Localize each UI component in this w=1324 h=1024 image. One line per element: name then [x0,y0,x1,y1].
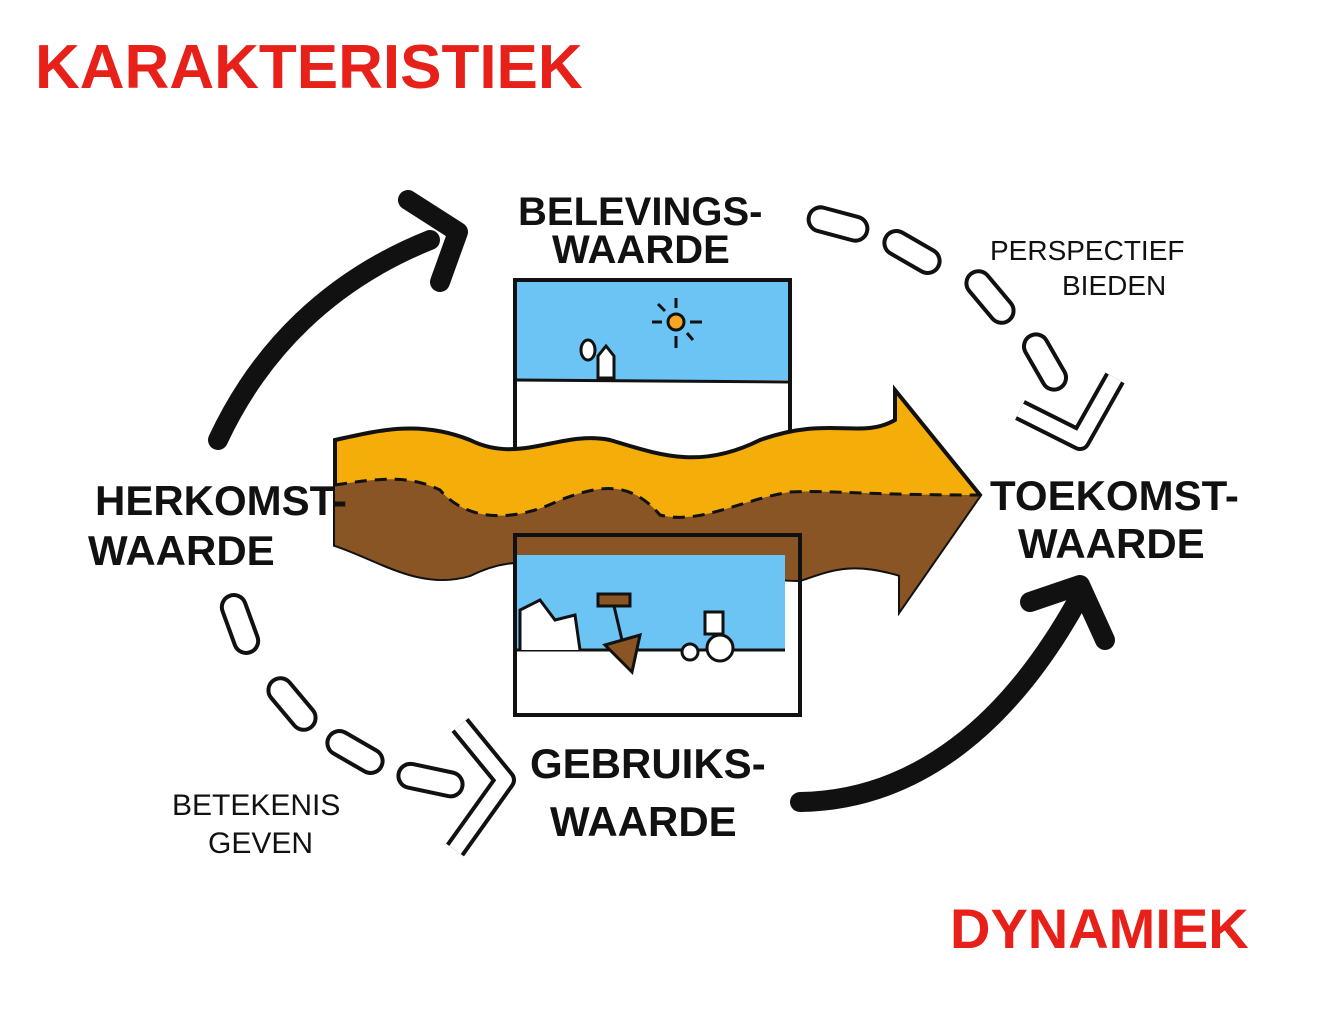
tractor-icon [680,610,735,663]
dashed-arrow-herkomst-to-gebruiks [219,593,516,857]
perspectief-label-2: BIEDEN [1062,270,1166,301]
sun-icon [652,298,702,348]
herkomst-label-2: WAARDE [88,527,275,574]
arrow-herkomst-to-belevings [208,230,440,450]
shovel-icon [596,592,642,676]
title: KARAKTERISTIEK [35,33,583,102]
footer-label: DYNAMIEK [950,897,1249,960]
belevingswaarde-picture [513,278,792,470]
arrowhead-icon [1020,575,1115,650]
tree-house-icon [579,338,616,380]
toekomst-label-1: TOEKOMST- [990,472,1239,519]
arrow-gebruiks-to-toekomst [790,595,1085,812]
belevings-label-1: BELEVINGS- [518,190,762,234]
dashed-arrow-belevings-to-toekomst [806,205,1125,451]
gebruikswaarde-picture [513,533,802,717]
gebruiks-label-1: GEBRUIKS- [530,740,766,787]
gebruiks-label-2: WAARDE [550,798,737,845]
perspectief-label-1: PERSPECTIEF [990,235,1184,266]
betekenis-label-1: BETEKENIS [172,789,340,822]
farm-icon [518,598,582,651]
arrowhead-icon [398,190,468,292]
betekenis-label-2: GEVEN [208,827,313,860]
herkomst-label-1: HERKOMST- [95,477,347,524]
belevings-label-2: WAARDE [552,228,730,272]
toekomst-label-2: WAARDE [1018,520,1205,567]
